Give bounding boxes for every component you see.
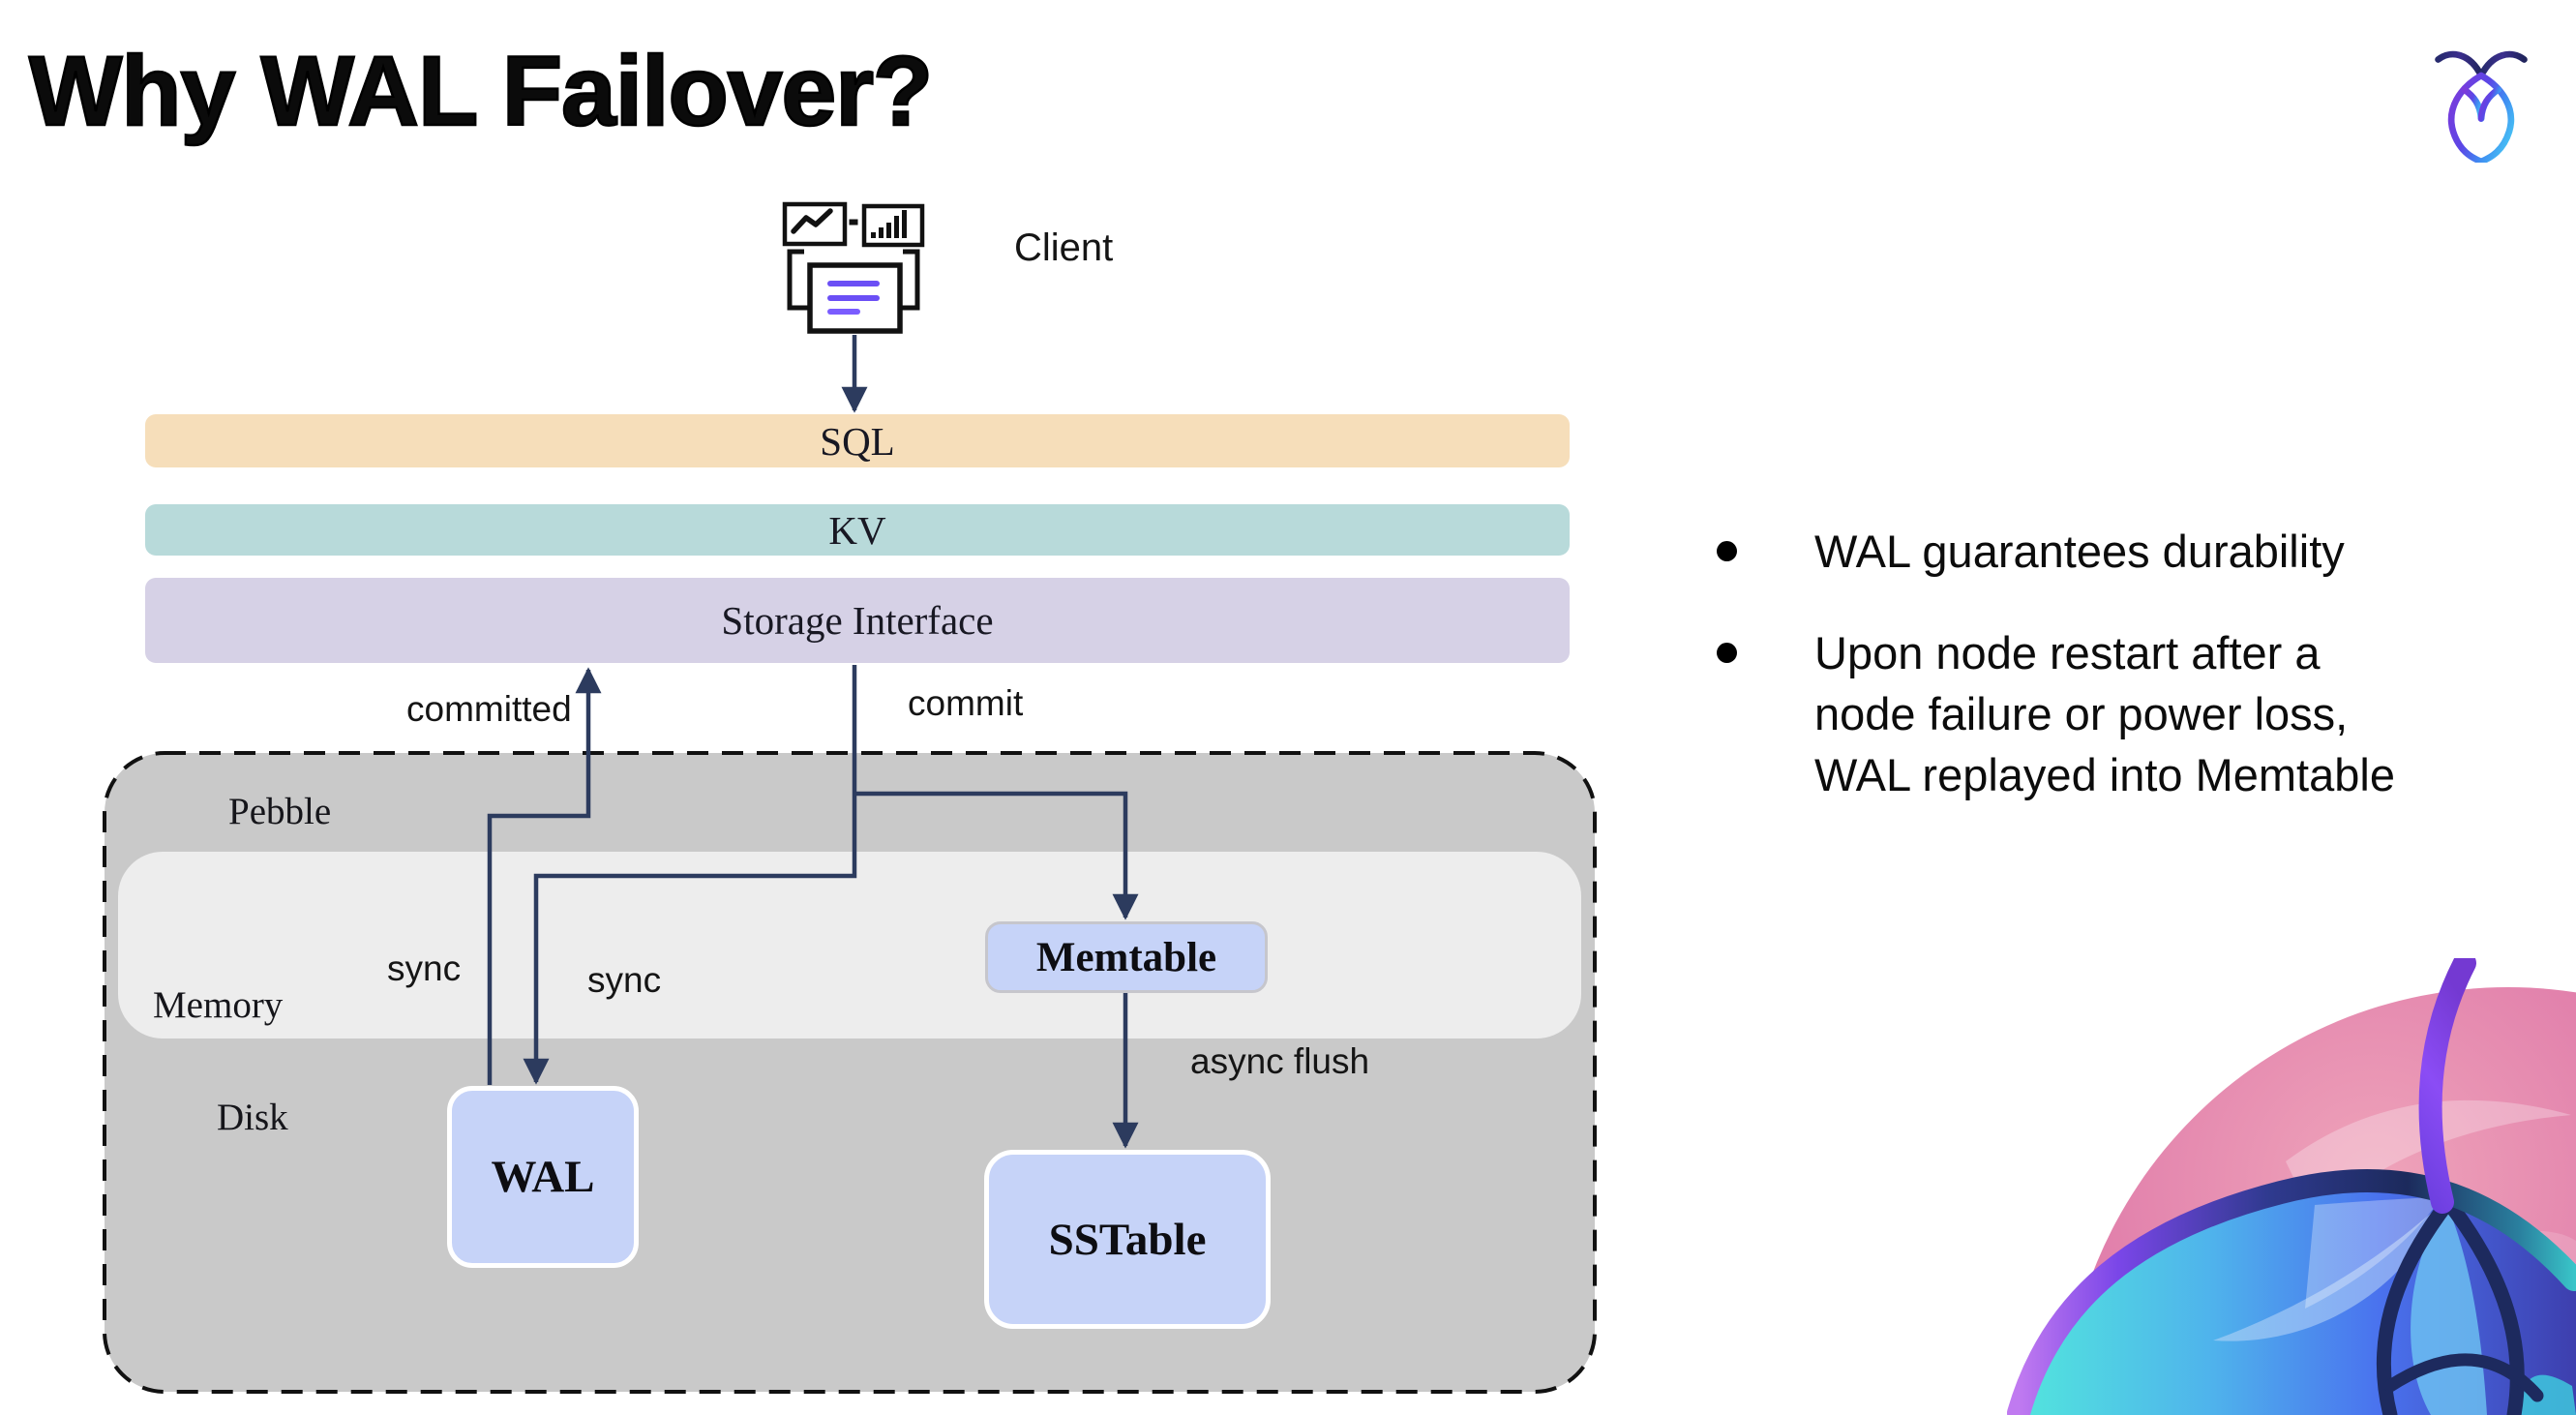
layer-storage-interface: Storage Interface <box>145 578 1570 663</box>
arrow-label-committed: committed <box>406 689 572 729</box>
sstable-box-label: SSTable <box>1048 1214 1207 1265</box>
bullet-text: WAL guarantees durability <box>1814 526 2345 577</box>
line-chart-monitor-icon <box>782 201 848 247</box>
client-label: Client <box>1014 226 1114 269</box>
arrow-label-sync-right: sync <box>587 960 662 1000</box>
arrow-commit-to-memtable <box>854 791 1139 920</box>
arrow-commit-to-wal <box>523 665 857 1085</box>
client-workstation-icon <box>782 201 925 334</box>
bullet-list: WAL guarantees durability Upon node rest… <box>1705 521 2557 846</box>
list-item: Upon node restart after a node failure o… <box>1705 622 2557 805</box>
wal-box: WAL <box>447 1086 639 1268</box>
arrow-label-sync-left: sync <box>387 948 462 988</box>
bar-chart-monitor-icon <box>861 203 925 248</box>
memory-band <box>118 852 1581 1039</box>
page-title: Why WAL Failover? <box>28 36 935 147</box>
layer-kv-label: KV <box>828 507 886 553</box>
wal-box-label: WAL <box>491 1152 595 1202</box>
disk-label: Disk <box>217 1097 288 1138</box>
pebble-label: Pebble <box>228 791 332 832</box>
dash-connector-icon <box>849 219 858 226</box>
layer-kv: KV <box>145 504 1570 556</box>
arrow-label-async-flush: async flush <box>1190 1041 1370 1081</box>
memtable-box: Memtable <box>985 921 1268 993</box>
layer-sql: SQL <box>145 414 1570 467</box>
document-icon <box>807 262 903 334</box>
sstable-box: SSTable <box>984 1150 1271 1329</box>
layer-storage-interface-label: Storage Interface <box>721 598 994 643</box>
memory-label: Memory <box>153 984 284 1026</box>
left-bracket-icon <box>787 249 824 311</box>
pebble-container <box>103 751 1597 1394</box>
bullet-dot-icon <box>1717 643 1737 663</box>
brand-decoration-graphic <box>2007 958 2576 1415</box>
bullet-text: Upon node restart after a node failure o… <box>1814 627 2395 800</box>
arrow-label-commit: commit <box>908 683 1024 723</box>
arrow-wal-committed-to-storage <box>487 667 602 1085</box>
list-item: WAL guarantees durability <box>1705 521 2557 582</box>
bullet-dot-icon <box>1717 541 1737 561</box>
layer-sql-label: SQL <box>820 418 895 464</box>
cockroachdb-logo-icon <box>2435 50 2528 163</box>
memtable-box-label: Memtable <box>1035 934 1217 980</box>
